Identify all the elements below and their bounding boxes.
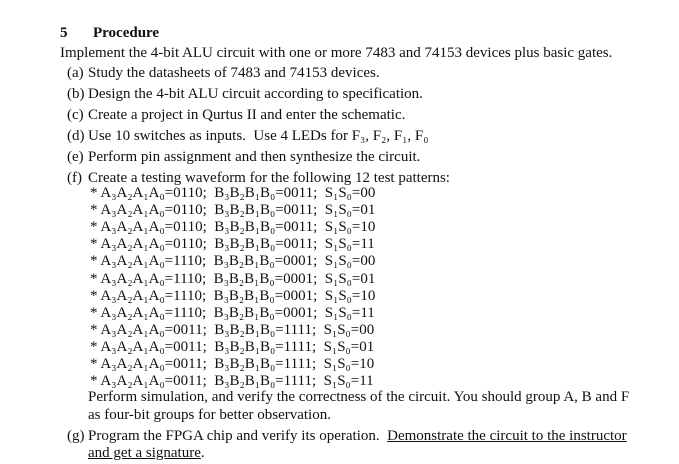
simulation-text-2: as four-bit groups for better observatio… [88,407,331,423]
step-label: (a) [67,65,84,81]
step-g: Program the FPGA chip and verify its ope… [88,427,627,445]
simulation-text-1: Perform simulation, and verify the corre… [88,389,630,405]
test-pattern: * A₃A₂A₁A₀=1110; B₃B₂B₁B₀=0001; S₁S₀=11 [90,304,375,321]
step-g-signature: and get a signature [88,445,201,461]
test-pattern: * A₃A₂A₁A₀=0110; B₃B₂B₁B₀=0011; S₁S₀=11 [90,236,375,253]
step-g-demonstrate: Demonstrate the circuit to the instructo… [387,428,627,444]
test-pattern: * A₃A₂A₁A₀=0011; B₃B₂B₁B₀=1111; S₁S₀=00 [90,321,375,338]
test-pattern: * A₃A₂A₁A₀=0110; B₃B₂B₁B₀=0011; S₁S₀=10 [90,219,376,236]
test-pattern: * A₃A₂A₁A₀=0011; B₃B₂B₁B₀=1111; S₁S₀=11 [90,373,374,390]
test-pattern: * A₃A₂A₁A₀=1110; B₃B₂B₁B₀=0001; S₁S₀=10 [90,287,376,304]
section-number: 5 [60,25,68,41]
test-pattern: * A₃A₂A₁A₀=1110; B₃B₂B₁B₀=0001; S₁S₀=00 [90,253,376,270]
step-label: (c) [67,107,84,123]
step-text: Perform pin assignment and then synthesi… [88,149,421,165]
test-pattern: * A₃A₂A₁A₀=0011; B₃B₂B₁B₀=1111; S₁S₀=01 [90,338,375,355]
step-g-period: . [200,445,205,461]
test-pattern: * A₃A₂A₁A₀=0110; B₃B₂B₁B₀=0011; S₁S₀=01 [90,202,376,219]
step-g-text: Program the FPGA chip and verify its ope… [88,428,388,444]
step-label: (f) [67,170,82,186]
step-g-line2: and get a signature. [88,444,205,462]
step-label: (e) [67,149,84,165]
section-heading: 5 Procedure [60,24,159,42]
step-g-label: (g) [67,428,85,444]
test-pattern: * A₃A₂A₁A₀=0011; B₃B₂B₁B₀=1111; S₁S₀=10 [90,356,375,372]
test-pattern: * A₃A₂A₁A₀=0110; B₃B₂B₁B₀=0011; S₁S₀=00 [90,185,376,201]
test-pattern: * A₃A₂A₁A₀=1110; B₃B₂B₁B₀=0001; S₁S₀=01 [90,270,376,287]
step-text: Use 10 switches as inputs. Use 4 LEDs fo… [88,128,429,144]
step-text: Create a project in Qurtus II and enter … [88,107,406,123]
step-text: Study the datasheets of 7483 and 74153 d… [88,65,380,81]
section-title: Procedure [93,25,160,41]
intro-text: Implement the 4-bit ALU circuit with one… [60,45,613,61]
step-label: (d) [67,128,85,144]
step-text: Design the 4-bit ALU circuit according t… [88,86,423,102]
step-label: (b) [67,86,85,102]
step-text: Create a testing waveform for the follow… [88,170,450,186]
